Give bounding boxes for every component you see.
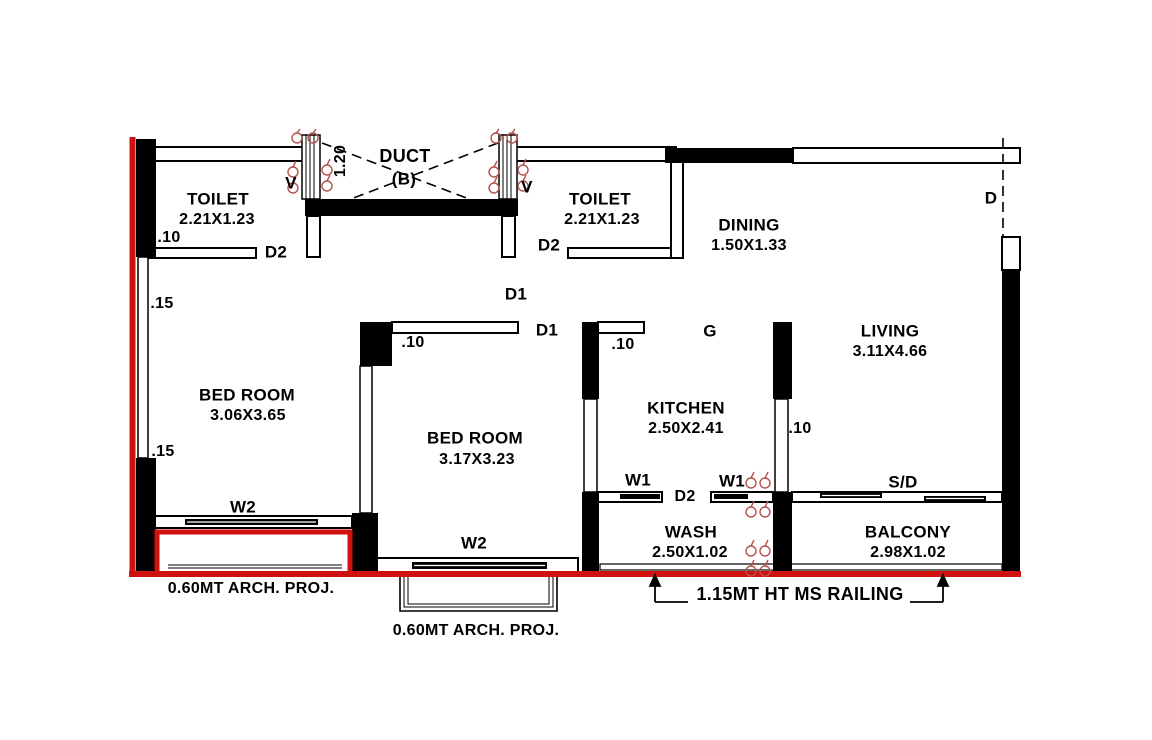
room-label-kitchen: KITCHEN	[647, 398, 725, 418]
room-dims-bedroom-left: 3.06X3.65	[210, 407, 286, 424]
hollow-walls	[137, 134, 1021, 573]
room-label-toilet-left: TOILET	[187, 189, 249, 209]
room-label-wash: WASH	[664, 522, 718, 542]
dim-living-wall: .10	[788, 420, 812, 437]
arch-projection-center-outline	[399, 572, 558, 612]
dim-toilet-left-wall: .10	[157, 229, 181, 246]
room-dims-bedroom-center: 3.17X3.23	[439, 451, 515, 468]
door-label-top-right: D	[984, 188, 998, 208]
room-label-balcony: BALCONY	[864, 522, 952, 542]
room-dims-toilet-right: 2.21X1.23	[564, 211, 640, 228]
dim-kitchen-wall: .10	[611, 336, 635, 353]
annotation-arch-projection-left: 0.60MT ARCH. PROJ.	[167, 580, 335, 597]
room-label-toilet-right: TOILET	[569, 189, 631, 209]
room-label-bedroom-center: BED ROOM	[427, 428, 523, 448]
door-label-d2-wash: D2	[674, 488, 696, 505]
gas-point-label: G	[703, 321, 717, 341]
annotation-railing: 1.15MT HT MS RAILING	[696, 584, 904, 604]
red-boundary	[129, 137, 1021, 577]
room-dims-kitchen: 2.50X2.41	[648, 420, 724, 437]
ventilator-strip-hatch	[305, 135, 512, 199]
door-label-d1-upper: D1	[504, 284, 528, 304]
door-label-d2-toilet-right: D2	[537, 235, 561, 255]
room-dims-wash: 2.50X1.02	[652, 544, 728, 561]
dim-duct-width: 1.20	[332, 144, 349, 178]
window-label-w1-right: W1	[718, 471, 746, 491]
dim-bedroom-center-wall: .10	[401, 334, 425, 351]
ventilator-label-left: V	[285, 173, 297, 193]
door-label-d2-toilet-left: D2	[264, 242, 288, 262]
room-label-living: LIVING	[860, 321, 920, 341]
annotation-arch-projection-center: 0.60MT ARCH. PROJ.	[392, 622, 560, 639]
ventilator-label-right: V	[521, 177, 533, 197]
dim-left-wall-lower: .15	[151, 443, 175, 460]
dim-left-wall-upper: .15	[150, 295, 174, 312]
room-label-duct: DUCT	[379, 146, 431, 166]
window-pane-centerlines	[187, 494, 984, 567]
room-dims-dining: 1.50X1.33	[711, 237, 787, 254]
window-label-w2-bedroom-center: W2	[460, 533, 488, 553]
door-label-d1-lower: D1	[535, 320, 559, 340]
room-label-duct-block: (B)	[391, 169, 417, 189]
room-dims-balcony: 2.98X1.02	[870, 544, 946, 561]
window-label-w2-bedroom-left: W2	[229, 497, 257, 517]
dashed-lines	[321, 138, 1004, 236]
room-label-bedroom-left: BED ROOM	[199, 385, 295, 405]
sliding-door-label: S/D	[888, 472, 918, 492]
room-label-dining: DINING	[718, 215, 780, 235]
arch-projection-left-inner-lines	[168, 564, 342, 569]
plumbing-fixture-symbols	[287, 128, 771, 577]
railing-annotation-arrows	[648, 572, 950, 603]
room-dims-living: 3.11X4.66	[852, 343, 928, 360]
solid-walls	[136, 139, 1020, 573]
window-label-w1-left: W1	[624, 470, 652, 490]
room-dims-toilet-left: 2.21X1.23	[179, 211, 255, 228]
